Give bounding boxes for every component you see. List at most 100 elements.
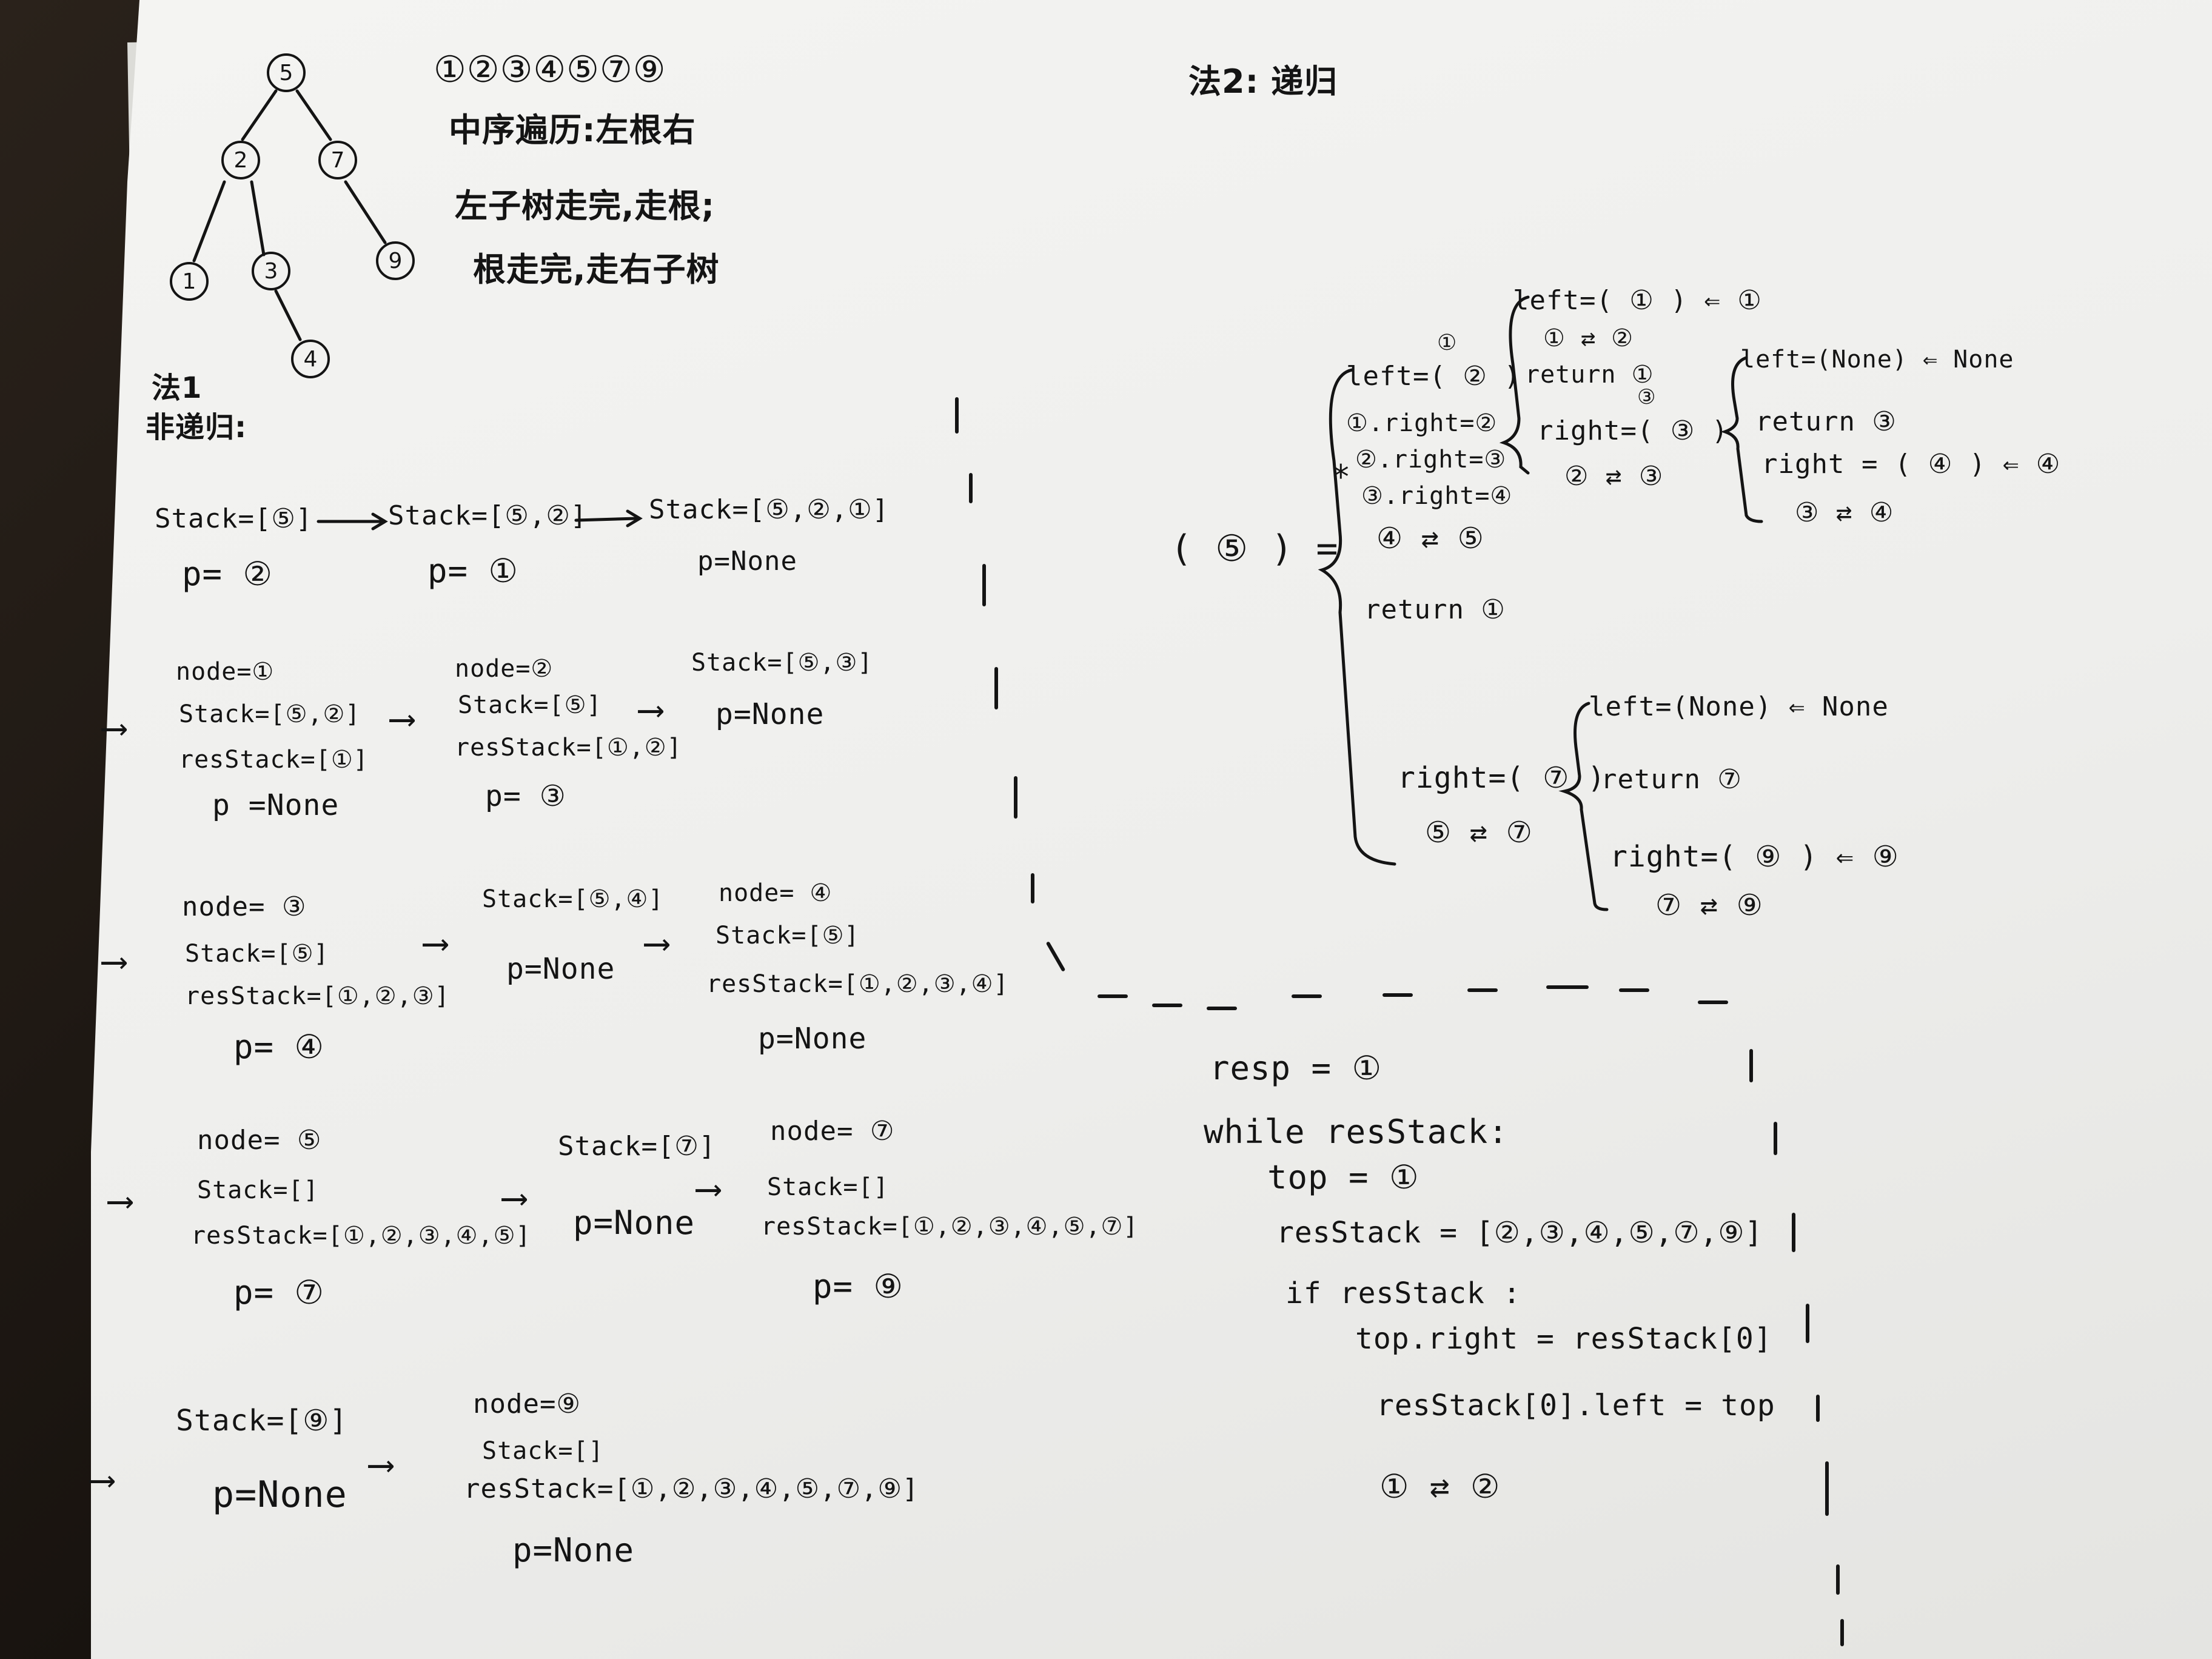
pointer-state: p=None	[758, 1022, 867, 1056]
pointer-state: p=None	[506, 952, 615, 986]
divider-mark	[1031, 873, 1034, 903]
recursion-right: right=( ③ )	[1537, 415, 1729, 446]
stack-state: Stack=[⑤]	[185, 940, 329, 968]
stack-state: Stack=[⑤,②]	[179, 700, 361, 728]
method1-label: 法1	[152, 371, 203, 405]
rule-line-1: 左子树走完,走根;	[455, 187, 716, 225]
pointer-state: p= ①	[427, 552, 518, 590]
recursion-left: left=(None) ⇐ None	[1589, 691, 1889, 722]
recursion-return: return ①	[1364, 594, 1506, 625]
divider-mark	[1792, 1213, 1795, 1252]
flow-arrow: ⟶	[91, 1458, 114, 1501]
pointer-state: p= ②	[182, 555, 273, 593]
divider-dash	[1467, 988, 1498, 992]
divider-dash	[1098, 994, 1128, 998]
recursion-right: right=( ⑦ )	[1398, 761, 1606, 795]
divider-mark	[1014, 776, 1017, 819]
divider-mark	[1825, 1461, 1829, 1516]
pointer-state: p= ④	[233, 1028, 324, 1066]
tree-node: 4	[291, 340, 330, 378]
code-line: while resStack:	[1204, 1113, 1509, 1151]
flow-arrow: ⟶	[103, 940, 126, 982]
swap-step: ⑤ ⇄ ⑦	[1425, 816, 1533, 850]
node-state: node= ③	[182, 891, 307, 922]
stack-state: Stack=[⑨]	[176, 1404, 348, 1438]
result-stack-state: resStack=[①]	[179, 746, 369, 774]
flow-arrow: ⟶	[503, 1176, 526, 1219]
flow-arrow: ⟶	[640, 688, 663, 731]
link-step: ③.right=④	[1361, 482, 1513, 510]
tree-node: 9	[376, 241, 415, 280]
link-step: ①.right=②	[1346, 409, 1498, 437]
divider-dash	[1382, 993, 1413, 997]
result-stack-state: resStack=[①,②,③]	[185, 982, 450, 1010]
result-stack-state: resStack=[①,②,③,④]	[706, 970, 1009, 998]
tree-node: 2	[221, 141, 260, 179]
code-line: if resStack :	[1285, 1276, 1521, 1310]
flow-arrow: ⟶	[109, 1179, 132, 1222]
annotation-superscript: ①	[1437, 330, 1458, 355]
result-stack-state: resStack=[①,②,③,④,⑤]	[191, 1222, 531, 1250]
rule-line-2: 根走完,走右子树	[473, 250, 720, 289]
recursion-left: left=( ② )	[1346, 361, 1521, 392]
divider-dash	[1292, 994, 1322, 998]
pointer-state: p=None	[716, 697, 825, 731]
node-state: node= ⑦	[770, 1116, 895, 1147]
method2-title: 法2: 递归	[1188, 62, 1338, 101]
recursion-right: right=( ⑨ ) ⇐ ⑨	[1610, 840, 1899, 874]
result-stack-state: resStack=[①,②]	[455, 734, 682, 762]
divider-mark	[1806, 1304, 1809, 1343]
code-line: top = ①	[1267, 1158, 1419, 1196]
node-state: node= ⑤	[197, 1125, 322, 1156]
pointer-state: p=None	[212, 1473, 347, 1516]
link-step: ②.right=③	[1355, 446, 1507, 474]
flow-arrow: ⟶	[370, 1443, 393, 1486]
pointer-state: p=None	[512, 1531, 635, 1569]
inorder-title: 中序遍历:左根右	[449, 111, 696, 149]
stack-state: Stack=[⑤,③]	[691, 649, 873, 677]
divider-mark	[1816, 1395, 1820, 1422]
divider-mark	[1840, 1619, 1844, 1646]
node-state: node=⑨	[473, 1389, 581, 1419]
node-order-list: ①②③④⑤⑦⑨	[434, 49, 666, 91]
result-stack-state: resStack=[①,②,③,④,⑤,⑦]	[761, 1213, 1139, 1241]
method1-subtitle: 非递归:	[146, 411, 247, 444]
annotation-star: *	[1331, 458, 1352, 496]
pointer-state: p=None	[573, 1204, 695, 1242]
swap-step: ① ⇄ ②	[1543, 324, 1634, 352]
node-state: node=②	[455, 655, 554, 683]
node-state: node= ④	[719, 879, 833, 907]
annotation-superscript: ③	[1637, 385, 1657, 409]
tree-node: 3	[252, 252, 290, 290]
pointer-state: p= ⑦	[233, 1273, 324, 1312]
paper-sheet	[91, 0, 2212, 1659]
recursion-left: left=( ① ) ⇐ ①	[1513, 285, 1762, 316]
divider-dash	[1207, 1007, 1237, 1010]
divider-mark	[1774, 1122, 1777, 1155]
swap-step: ③ ⇄ ④	[1795, 497, 1894, 528]
divider-mark	[982, 564, 986, 606]
swap-step: ④ ⇄ ⑤	[1376, 521, 1484, 555]
recursion-right: right = ( ④ ) ⇐ ④	[1761, 449, 2061, 480]
stack-state: Stack=[]	[767, 1173, 889, 1201]
node-state: node=①	[176, 658, 275, 686]
recursion-call: ( ⑤ ) =	[1170, 528, 1339, 570]
stack-state: Stack=[⑤]	[155, 503, 313, 534]
divider-dash	[1619, 988, 1649, 992]
divider-dash	[1152, 1004, 1182, 1007]
pointer-state: p= ③	[485, 779, 566, 813]
stack-state: Stack=[]	[482, 1437, 604, 1465]
code-line: ① ⇄ ②	[1379, 1467, 1501, 1506]
recursion-return: return ③	[1755, 406, 1897, 437]
recursion-left: left=(None) ⇐ None	[1740, 346, 2014, 374]
stack-state: Stack=[⑤]	[458, 691, 602, 719]
code-line: top.right = resStack[0]	[1355, 1322, 1772, 1356]
stack-state: Stack=[⑤,②,①]	[649, 494, 890, 525]
stack-state: Stack=[⑤]	[716, 922, 860, 950]
flow-arrow: ⟶	[391, 697, 414, 740]
pointer-state: p =None	[212, 788, 340, 822]
stack-state: Stack=[⑤,④]	[482, 885, 664, 913]
divider-mark	[1836, 1564, 1840, 1595]
pointer-state: p= ⑨	[813, 1267, 903, 1305]
tree-node: 1	[170, 262, 209, 301]
